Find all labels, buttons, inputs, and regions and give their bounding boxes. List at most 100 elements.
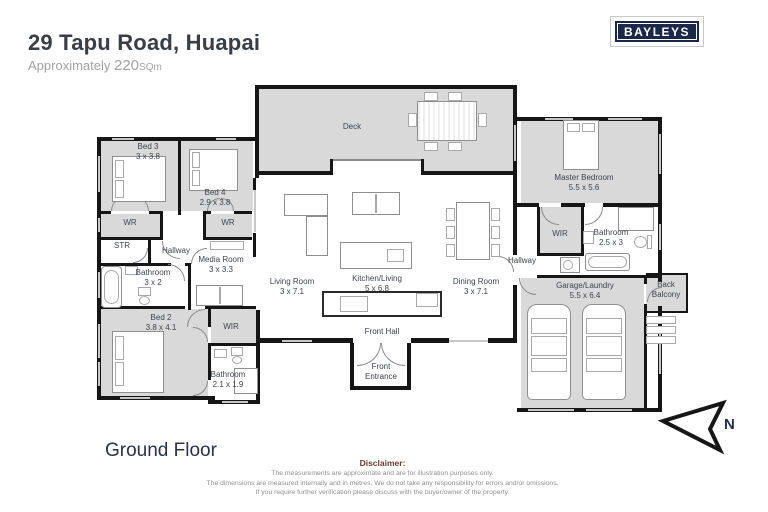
car-window [586, 358, 622, 372]
sink-icon [214, 349, 227, 358]
disclaimer-line: If you require further verification plea… [255, 488, 510, 496]
sofa-cushion [219, 287, 221, 304]
window [98, 156, 100, 192]
window [112, 138, 134, 140]
north-label: N [724, 416, 735, 433]
wall [350, 386, 411, 390]
wall [211, 343, 256, 346]
window [222, 401, 248, 403]
disclaimer: Disclaimer: The measurements are approxi… [130, 458, 635, 497]
wall [421, 171, 517, 175]
window [449, 340, 488, 342]
bathtub-basin [104, 270, 119, 304]
wall [513, 176, 517, 255]
car-window [531, 336, 567, 356]
wall [255, 171, 333, 175]
wall [581, 207, 584, 256]
wall [253, 233, 256, 257]
toilet-icon [139, 296, 150, 305]
chair-icon [446, 208, 455, 221]
room-label-str: STR [114, 241, 130, 250]
wall [208, 309, 211, 327]
door-arc [585, 207, 603, 225]
washer-drum [563, 260, 573, 270]
chair-icon [491, 244, 500, 257]
wall [97, 137, 101, 400]
chair-icon [448, 142, 462, 151]
window [98, 218, 100, 232]
disclaimer-line: The dimensions are measured internally a… [206, 479, 559, 487]
sink-icon [583, 231, 594, 244]
pillow-icon [192, 170, 200, 186]
toilet-icon [634, 236, 647, 248]
window [659, 134, 661, 174]
wall [160, 211, 163, 240]
window [98, 272, 100, 298]
pillow-icon [582, 123, 595, 132]
dining-table-icon [456, 202, 490, 260]
wall [97, 396, 215, 400]
wall [517, 203, 539, 207]
wall [537, 253, 584, 256]
disclaimer-line: The measurements are approximate and are… [271, 470, 494, 478]
car-window [531, 358, 567, 372]
pillow-icon [115, 336, 124, 360]
garage-door [528, 409, 574, 411]
room-fill-wir-bed2 [211, 309, 256, 343]
toilet-icon [647, 235, 652, 249]
sliding-door [333, 159, 421, 161]
wall [101, 263, 171, 266]
steps-icon [646, 326, 676, 334]
room-label-wr-bed4: WR [221, 218, 235, 227]
window [659, 224, 661, 250]
shower-icon [618, 207, 654, 231]
wall [208, 396, 211, 404]
sofa-cushion [375, 194, 377, 213]
page-title: 29 Tapu Road, Huapai [28, 30, 261, 55]
wall [658, 117, 662, 282]
chair-icon [446, 226, 455, 239]
toilet-icon [231, 347, 243, 356]
bayleys-logo: BAYLEYS [610, 16, 704, 47]
wall [256, 343, 260, 404]
wall [517, 117, 662, 121]
wall [561, 203, 585, 207]
room-label-hallway-left: Hallway [161, 246, 191, 255]
wall [256, 310, 260, 346]
chair-icon [424, 142, 438, 151]
wall [205, 306, 256, 309]
room-fill-wr-bed3 [101, 214, 160, 237]
wall [421, 159, 424, 173]
wall [255, 85, 517, 89]
window [514, 125, 516, 161]
toilet-icon [138, 287, 151, 296]
room-label-wr-bed3: WR [123, 218, 137, 227]
wall [644, 304, 647, 408]
room-label-hallway-right: Hallway [507, 256, 537, 265]
stove-icon [340, 296, 368, 312]
window [608, 118, 642, 120]
wall [255, 85, 259, 178]
wall [253, 178, 256, 190]
wall [101, 306, 185, 309]
dresser-icon [210, 241, 244, 250]
room-label-back-balcony: Back Balcony [651, 280, 681, 300]
room-label-front-hall: Front Hall [364, 327, 400, 336]
chair-icon [448, 92, 462, 101]
wall [234, 211, 252, 214]
wall [203, 211, 211, 214]
door-arc [647, 287, 662, 302]
wall [407, 343, 411, 390]
sofa-icon [284, 194, 328, 216]
wall [101, 237, 163, 240]
pillow-icon [115, 160, 124, 178]
car-window [531, 318, 567, 334]
window [216, 138, 236, 140]
